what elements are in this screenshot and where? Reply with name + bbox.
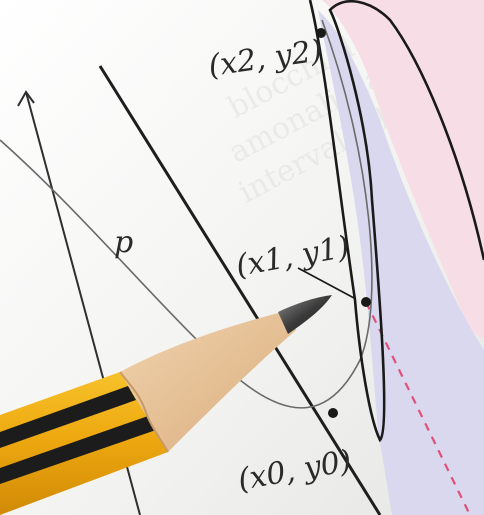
point-1-dot <box>361 297 371 307</box>
pencil-graphite-tip <box>278 295 332 334</box>
label-leader-line <box>297 267 355 299</box>
pencil-stripe-2 <box>0 416 156 484</box>
curve-points <box>316 28 371 418</box>
point-0-dot <box>328 408 338 418</box>
dashed-guide <box>365 301 471 515</box>
gray-parabola <box>0 19 373 409</box>
line-p <box>98 65 382 515</box>
pencil-wood <box>120 310 296 452</box>
black-loop-curve <box>308 0 484 443</box>
lavender-region <box>318 10 484 515</box>
point-2-dot <box>316 28 326 38</box>
pencil-stripe-1 <box>0 386 136 448</box>
pink-region <box>322 0 484 340</box>
label-line-p: p <box>114 225 133 260</box>
pencil <box>0 295 332 515</box>
pencil-wood-edge <box>119 371 169 453</box>
